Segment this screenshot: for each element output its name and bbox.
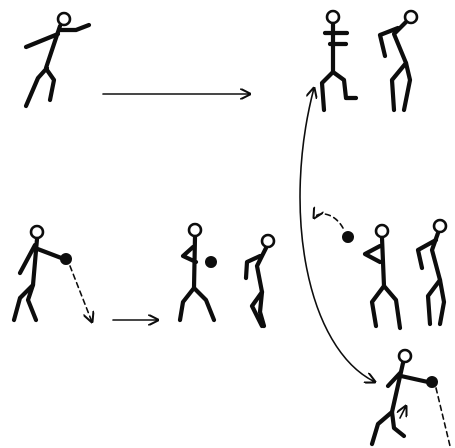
receiver-figure-middle (177, 222, 217, 323)
dashed-lob-arrow (314, 214, 344, 229)
passer-figure (11, 224, 67, 323)
ball-right (342, 231, 354, 243)
ball-bottom (426, 376, 438, 388)
ball-middle (205, 256, 217, 268)
dashed-ball-path (69, 265, 92, 322)
runner-figure (23, 11, 92, 109)
dashed-exit-line (435, 387, 451, 447)
ball-middle-left (60, 253, 72, 265)
curved-connector-arrow (299, 88, 375, 382)
defender-figure-top (377, 9, 419, 113)
defender-figure-middle (243, 233, 276, 329)
bottom-passer-figure (369, 348, 431, 447)
partner-figure-right (415, 218, 448, 327)
thrower-figure (362, 223, 403, 331)
receiver-figure-left (319, 9, 359, 113)
